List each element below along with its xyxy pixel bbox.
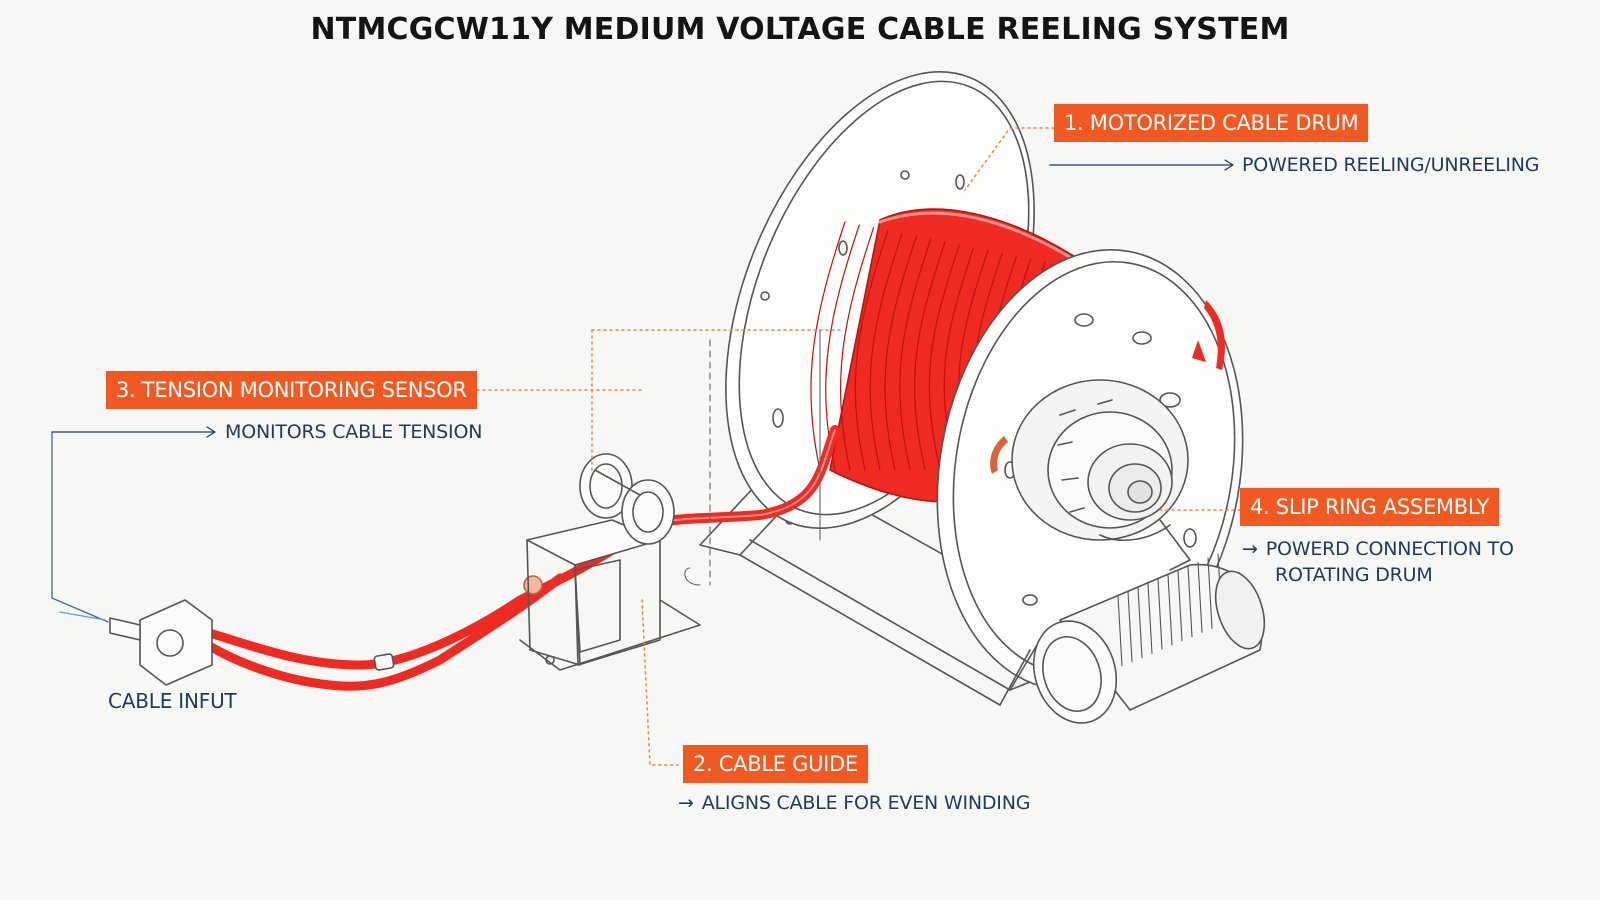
diagram-title: NTMCGCW11Y MEDIUM VOLTAGE CABLE REELING …: [310, 12, 1290, 47]
cable-input-label: CABLE INFUT: [108, 689, 237, 713]
front-stand: [999, 519, 1191, 706]
slip-ring-description: →POWERD CONNECTION TO ROTATING DRUM: [1242, 538, 1514, 586]
leader-lines: [476, 127, 1251, 766]
sensor-label-tag: 3. TENSION MONITORING SENSOR: [106, 371, 477, 409]
slip-ring-label-tag: 4. SLIP RING ASSEMBLY: [1240, 488, 1499, 526]
drum-label-tag: 1. MOTORIZED CABLE DRUM: [1054, 104, 1369, 142]
rotation-arrows: [990, 300, 1225, 474]
guide-label-tag: 2. CABLE GUIDE: [683, 745, 868, 783]
cable-guide-unit: [519, 453, 701, 671]
arrow-icon: →: [1242, 538, 1258, 560]
guide-description: →ALIGNS CABLE FOR EVEN WINDING: [678, 792, 1031, 814]
sensor-description: MONITORS CABLE TENSION: [225, 421, 483, 443]
slip-ring-hub: [1011, 379, 1189, 541]
guide-lines: [684, 329, 821, 586]
drum-description: POWERED REELING/UNREELING: [1242, 154, 1540, 176]
cable-input-connector: [109, 599, 213, 686]
blue-leaders: [51, 159, 1234, 623]
drive-motor: [1032, 553, 1266, 724]
arrow-icon: →: [678, 792, 694, 814]
